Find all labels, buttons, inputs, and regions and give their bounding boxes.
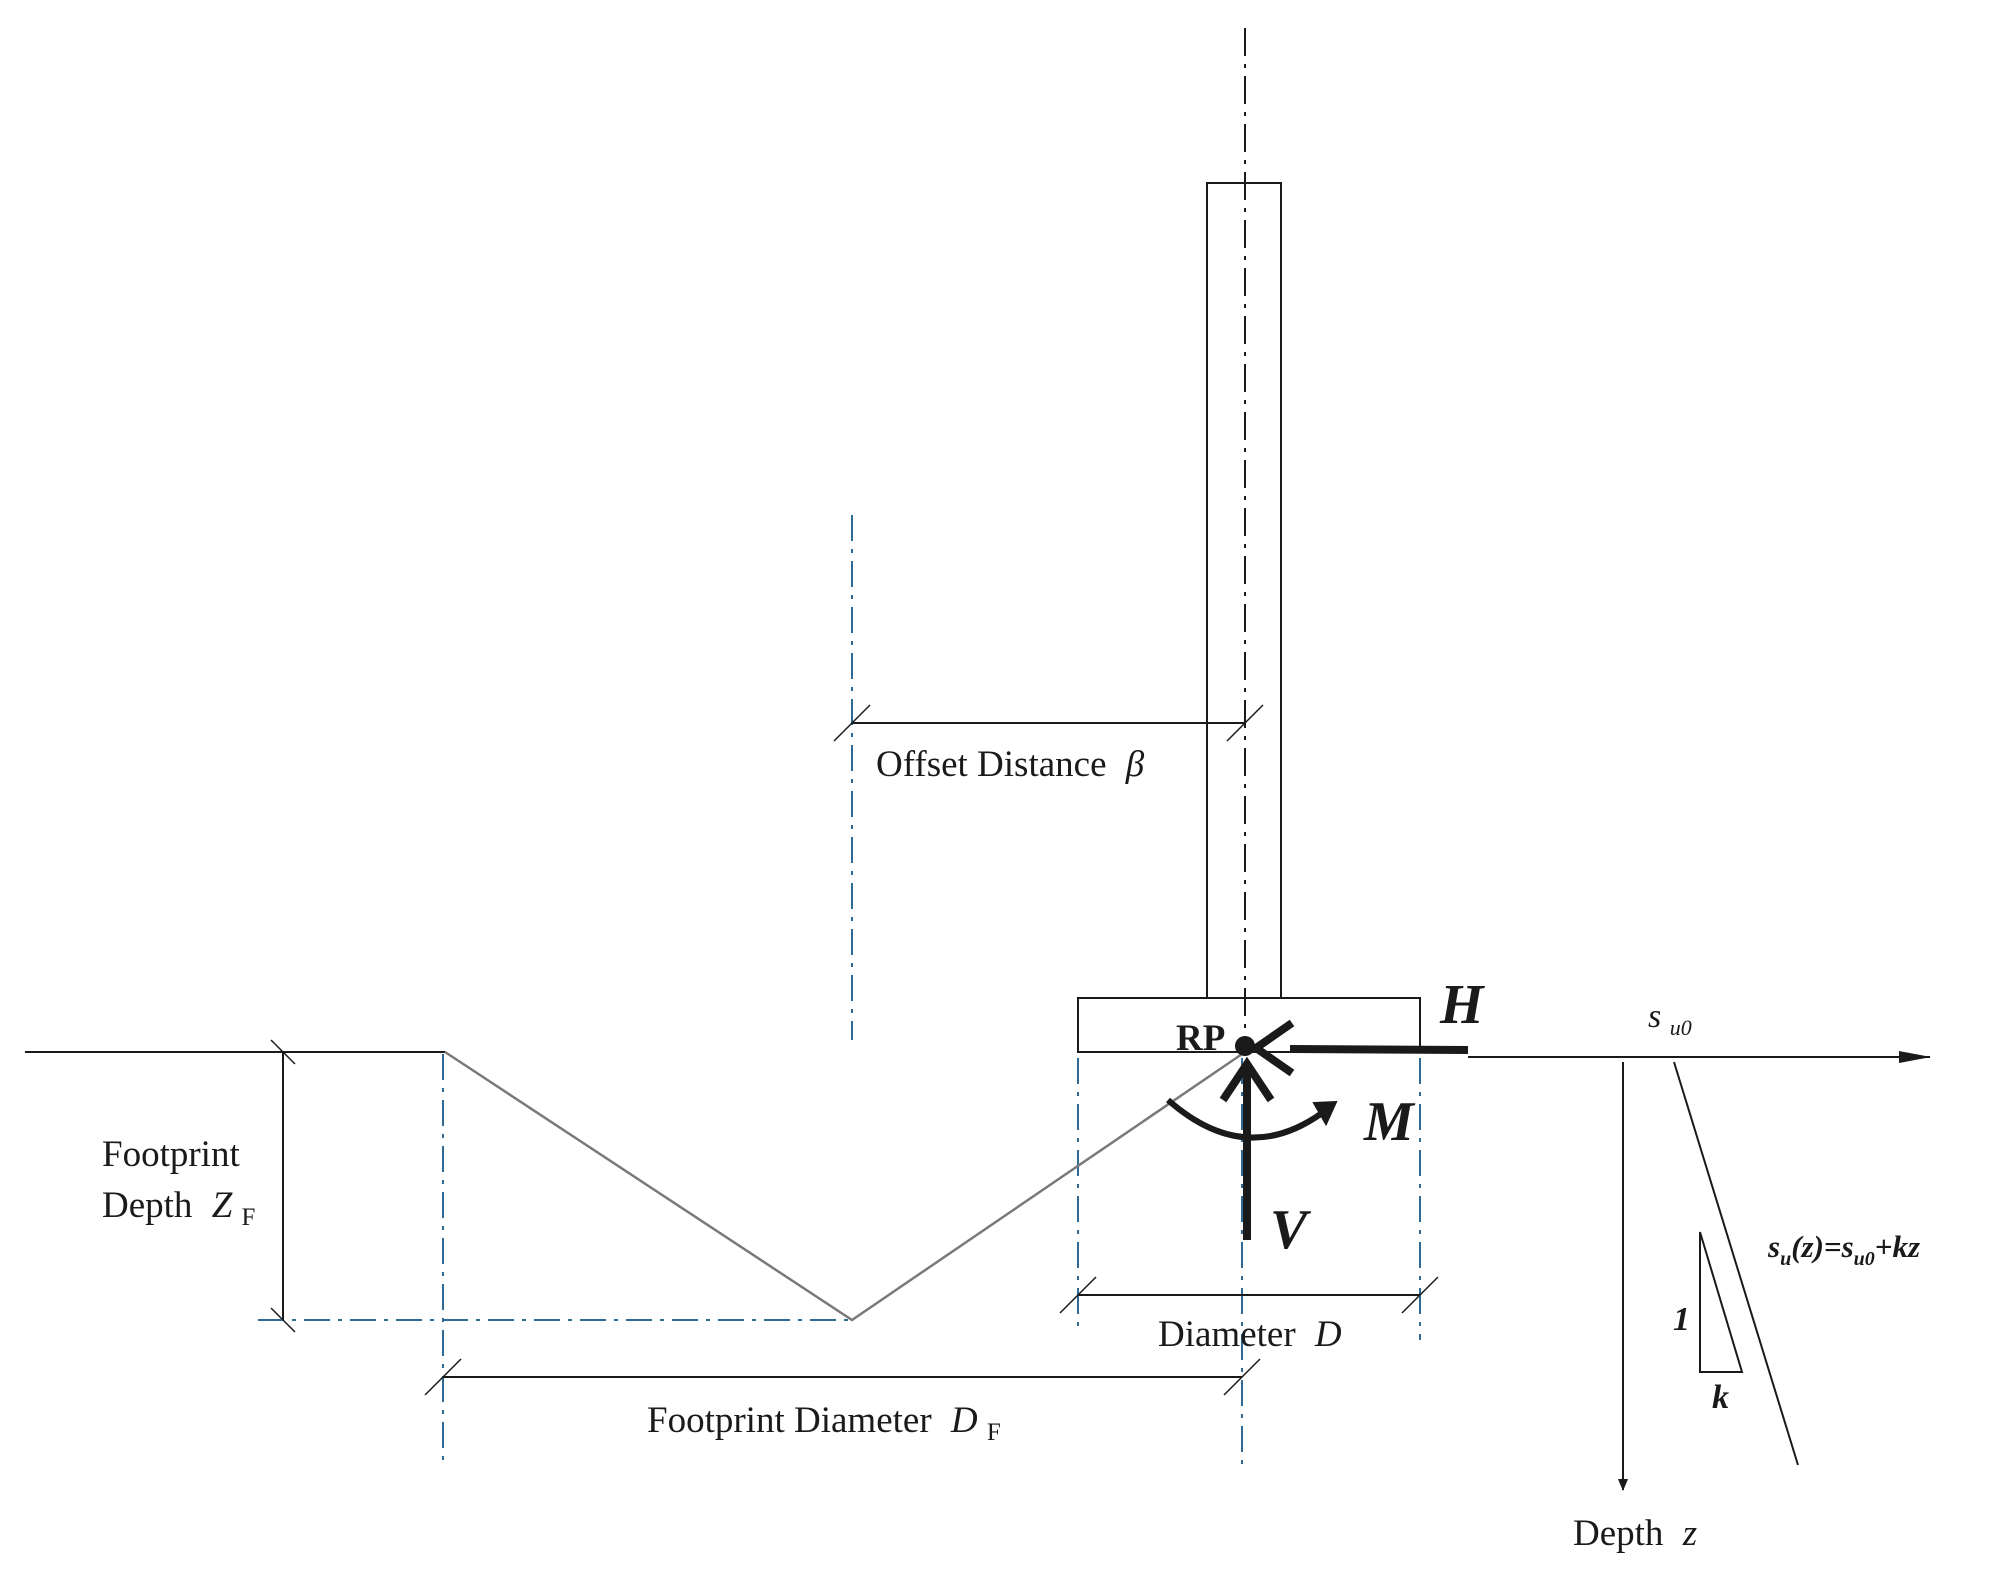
formula-u-subscript: u (1780, 1248, 1791, 1270)
formula-u0-subscript: u0 (1854, 1248, 1875, 1270)
vertical-force-label: V (1270, 1199, 1312, 1261)
horizontal-force-arrow-shaft (1289, 1045, 1469, 1054)
su0-s: s (1648, 998, 1661, 1035)
footprint-profile (444, 1050, 1246, 1322)
formula-s: s (1767, 1229, 1780, 1264)
footprint-depth-label-line2: Depth Z F (102, 1185, 255, 1231)
horizontal-force-label: H (1439, 974, 1485, 1036)
footprint-diameter-tick-right (1223, 1358, 1261, 1396)
diameter-text: Diameter (1158, 1314, 1296, 1355)
diameter-tick-right (1401, 1276, 1439, 1314)
footprint-diameter-text: Footprint Diameter (647, 1400, 932, 1441)
depth-symbol: z (1682, 1513, 1697, 1554)
footprint-diameter-subscript: F (987, 1419, 1001, 1446)
strength-formula: su(z)=su0+kz (1767, 1229, 1920, 1270)
formula-tail: +kz (1875, 1229, 1920, 1264)
strength-profile-line (1673, 1061, 1799, 1466)
su0-label: s u0 (1648, 998, 1692, 1040)
depth-text: Depth (1573, 1513, 1664, 1554)
diameter-symbol: D (1314, 1314, 1342, 1355)
slope-triangle (1699, 1231, 1744, 1373)
offset-distance-symbol: β (1125, 744, 1145, 785)
footprint-diameter-label: Footprint Diameter D F (647, 1400, 1001, 1446)
slope-rise-label: 1 (1673, 1301, 1690, 1338)
footprint-depth-tick-bottom (270, 1307, 296, 1333)
diameter-label: Diameter D (1158, 1314, 1342, 1355)
reference-point-marker (1235, 1036, 1255, 1056)
footprint-depth-subscript: F (242, 1204, 256, 1231)
offset-tick-right (1226, 704, 1264, 742)
slope-run-label: k (1712, 1379, 1729, 1416)
footprint-diameter-symbol: D (950, 1400, 978, 1441)
diameter-tick-left (1059, 1276, 1097, 1314)
vertical-force-arrowhead (1219, 1056, 1275, 1103)
moment-arrowhead (1312, 1100, 1338, 1127)
footprint-depth-word: Depth (102, 1185, 193, 1226)
footprint-depth-label-line1: Footprint (102, 1134, 240, 1175)
formula-mid: (z)=s (1791, 1229, 1853, 1264)
depth-axis-label: Depth z (1573, 1513, 1697, 1554)
moment-label: M (1363, 1091, 1416, 1153)
footprint-depth-tick-top (270, 1039, 296, 1065)
offset-tick-left (833, 704, 871, 742)
horizontal-force-arrowhead (1248, 1019, 1295, 1077)
offset-distance-text: Offset Distance (876, 744, 1107, 785)
su0-subscript: u0 (1670, 1015, 1692, 1040)
footprint-diameter-tick-left (424, 1358, 462, 1396)
moment-arc (1166, 1097, 1324, 1141)
offset-distance-label: Offset Distance β (876, 744, 1145, 785)
footprint-depth-symbol: Z (212, 1185, 233, 1226)
reference-point-label: RP (1176, 1018, 1225, 1059)
